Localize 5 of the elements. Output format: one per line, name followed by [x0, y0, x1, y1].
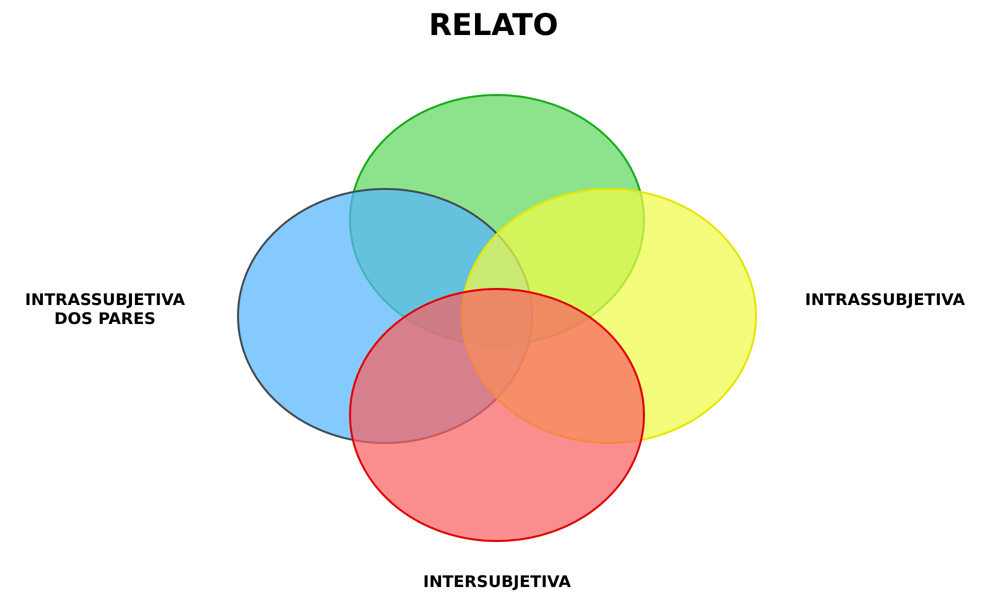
- diagram-title: RELATO: [428, 8, 560, 43]
- set-label: INTRASSUBJETIVA: [804, 290, 966, 309]
- set-ellipse: [349, 288, 645, 542]
- set-label: INTRASSUBJETIVA DOS PARES: [24, 290, 186, 328]
- set-label: INTERSUBJETIVA: [422, 572, 572, 591]
